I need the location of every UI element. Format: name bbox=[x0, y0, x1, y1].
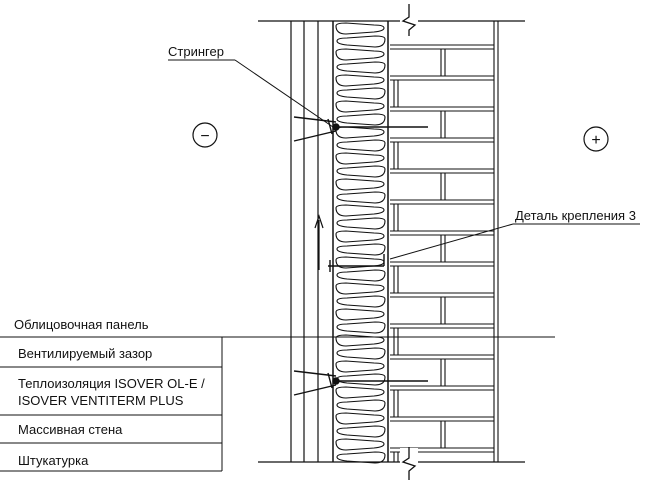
insulation-loop bbox=[335, 386, 385, 399]
insulation-loop bbox=[336, 113, 386, 126]
bracket-detail bbox=[328, 254, 385, 272]
legend-insulation-line2: ISOVER VENTITERM PLUS bbox=[18, 393, 184, 408]
masonry-wall bbox=[390, 21, 499, 462]
insulation-loop bbox=[335, 412, 385, 425]
section-boundaries bbox=[258, 20, 525, 463]
plus-sign: + bbox=[591, 132, 600, 149]
warm-side-marker: + bbox=[583, 126, 609, 152]
stringer-label: Стрингер bbox=[168, 44, 224, 59]
facing-panel bbox=[290, 21, 319, 462]
anchor-lower bbox=[293, 370, 428, 396]
break-mark-bottom bbox=[400, 447, 418, 480]
legend-ventilated-gap: Вентилируемый зазор bbox=[18, 346, 152, 361]
insulation-loop bbox=[336, 321, 386, 334]
insulation-loop bbox=[335, 230, 385, 243]
insulation-loop bbox=[336, 35, 386, 48]
insulation-loop bbox=[336, 295, 386, 308]
fastening-detail-label: Деталь крепления 3 bbox=[515, 208, 636, 223]
insulation-loop bbox=[336, 87, 386, 100]
insulation-loop bbox=[336, 425, 386, 438]
insulation-loop bbox=[335, 74, 385, 87]
break-mark-top bbox=[400, 4, 418, 36]
anchor-upper bbox=[293, 116, 428, 142]
airflow-arrow bbox=[314, 214, 324, 270]
insulation-layer bbox=[332, 21, 389, 464]
insulation-loop bbox=[335, 48, 385, 61]
cold-side-marker: − bbox=[192, 122, 218, 148]
insulation-loop bbox=[336, 217, 386, 230]
insulation-loop bbox=[336, 139, 386, 152]
insulation-loop bbox=[335, 100, 385, 113]
insulation-loop bbox=[336, 269, 386, 282]
minus-sign: − bbox=[200, 128, 209, 145]
legend-plaster: Штукатурка bbox=[18, 453, 89, 468]
insulation-loop bbox=[335, 308, 385, 321]
insulation-loop bbox=[335, 282, 385, 295]
leader-lines bbox=[168, 59, 640, 260]
insulation-loop bbox=[335, 178, 385, 191]
insulation-loop bbox=[335, 22, 385, 35]
insulation-loop bbox=[335, 438, 385, 451]
legend-masonry-wall: Массивная стена bbox=[18, 422, 123, 437]
insulation-loop bbox=[335, 360, 385, 373]
insulation-loop bbox=[336, 165, 386, 178]
legend-insulation-line1: Теплоизоляция ISOVER OL-E / bbox=[18, 376, 205, 391]
insulation-loop bbox=[336, 399, 386, 412]
insulation-loop bbox=[336, 347, 386, 360]
insulation-loop bbox=[336, 191, 386, 204]
insulation-loop bbox=[335, 334, 385, 347]
insulation-loop bbox=[336, 61, 386, 74]
insulation-loop bbox=[336, 373, 386, 386]
insulation-loop bbox=[336, 451, 386, 464]
insulation-loop bbox=[335, 152, 385, 165]
legend-facing-panel: Облицовочная панель bbox=[14, 317, 149, 332]
insulation-loop bbox=[336, 243, 386, 256]
insulation-loop bbox=[335, 126, 385, 139]
insulation-loop bbox=[335, 204, 385, 217]
layer-legend: Облицовочная панель Вентилируемый зазор … bbox=[0, 317, 555, 472]
